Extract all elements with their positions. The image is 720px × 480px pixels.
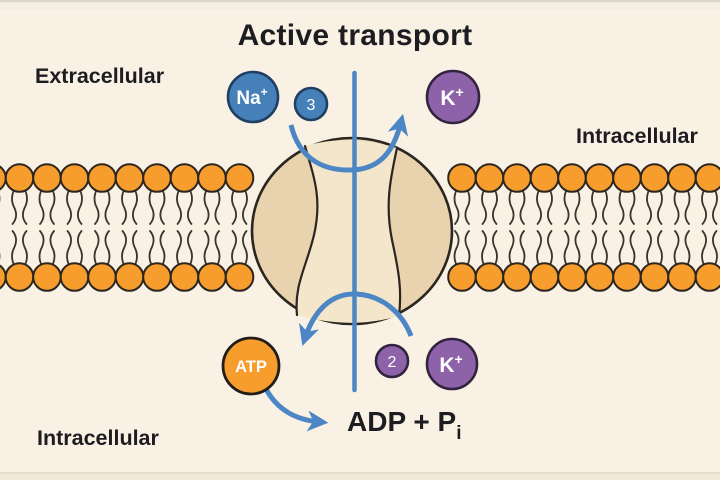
lipid-head <box>87 163 117 193</box>
lipid-head <box>529 163 560 193</box>
bottom-edge-shade <box>0 473 720 480</box>
lipid-head <box>502 262 532 292</box>
lipid-head <box>224 163 255 193</box>
lipid-head <box>639 163 670 193</box>
lipid-head <box>224 262 255 292</box>
top-edge-line <box>0 0 720 3</box>
sodium-count-label: 3 <box>307 97 316 114</box>
lipid-head <box>4 163 35 193</box>
atp-hydrolysis-arrow <box>263 387 329 432</box>
lipid-head <box>694 262 720 292</box>
lipid-head <box>694 163 720 193</box>
potassium-ion-bottom-label: K+ <box>439 351 462 377</box>
lipid-head <box>557 262 587 292</box>
potassium-count-badge <box>374 343 410 379</box>
lipid-head <box>502 163 532 193</box>
potassium-count-label: 2 <box>388 354 397 371</box>
lipid-head <box>447 262 477 292</box>
lipid-head <box>169 163 200 193</box>
potassium-ion-bottom <box>425 337 479 391</box>
lipid-head <box>557 163 587 193</box>
lipid-head <box>584 163 615 193</box>
lipid-head <box>114 163 145 193</box>
lipid-head <box>612 262 642 292</box>
lipid-head <box>474 262 505 292</box>
atp-label: ATP <box>235 358 267 376</box>
pump-protein-center-channel <box>296 139 401 323</box>
extracellular-label: Extracellular <box>35 64 165 88</box>
sodium-ion-label: Na+ <box>236 85 267 109</box>
lipid-head <box>87 262 117 292</box>
adp-pi-label: ADP + Pi <box>347 406 461 444</box>
lipid-head <box>142 163 172 193</box>
atp-molecule <box>221 336 281 396</box>
lipid-head <box>447 163 477 193</box>
transport-paths <box>263 70 414 432</box>
lipid-head <box>197 262 227 292</box>
sodium-ion <box>226 70 280 124</box>
lipid-head <box>667 163 697 193</box>
pump-protein <box>250 136 454 326</box>
diagram-labels: Active transport Extracellular Intracell… <box>35 19 699 450</box>
lipid-head <box>169 262 200 292</box>
diagram-title: Active transport <box>238 19 473 52</box>
lipid-head <box>59 163 90 193</box>
pump-protein-left-seam <box>295 144 319 317</box>
top-edge-shade <box>0 0 720 10</box>
lipid-head <box>4 262 35 292</box>
lipid-head <box>584 262 615 292</box>
lipid-head <box>529 262 560 292</box>
bottom-edge-line <box>0 472 720 474</box>
intracellular-bottom-label: Intracellular <box>37 426 160 450</box>
pump-protein-right-seam <box>387 146 402 318</box>
lipid-head <box>474 163 505 193</box>
lipid-head <box>32 163 62 193</box>
top-exchange-arrow <box>288 113 409 173</box>
ions: Na+ 3 K+ 2 K+ ATP <box>221 69 481 396</box>
phospholipid-bilayer <box>0 163 720 292</box>
potassium-ion-top-label: K+ <box>440 84 463 110</box>
lipid-head <box>612 163 642 193</box>
lipid-head <box>59 262 90 292</box>
lipid-head <box>639 262 670 292</box>
intracellular-right-label: Intracellular <box>576 124 699 148</box>
lipid-head <box>32 262 62 292</box>
bottom-exchange-arrow <box>299 291 414 346</box>
lipid-head <box>667 262 697 292</box>
lipid-head <box>197 163 227 193</box>
lipid-head <box>142 262 172 292</box>
sodium-count-badge <box>293 86 329 122</box>
lipid-head <box>114 262 145 292</box>
potassium-ion-top <box>425 69 481 125</box>
